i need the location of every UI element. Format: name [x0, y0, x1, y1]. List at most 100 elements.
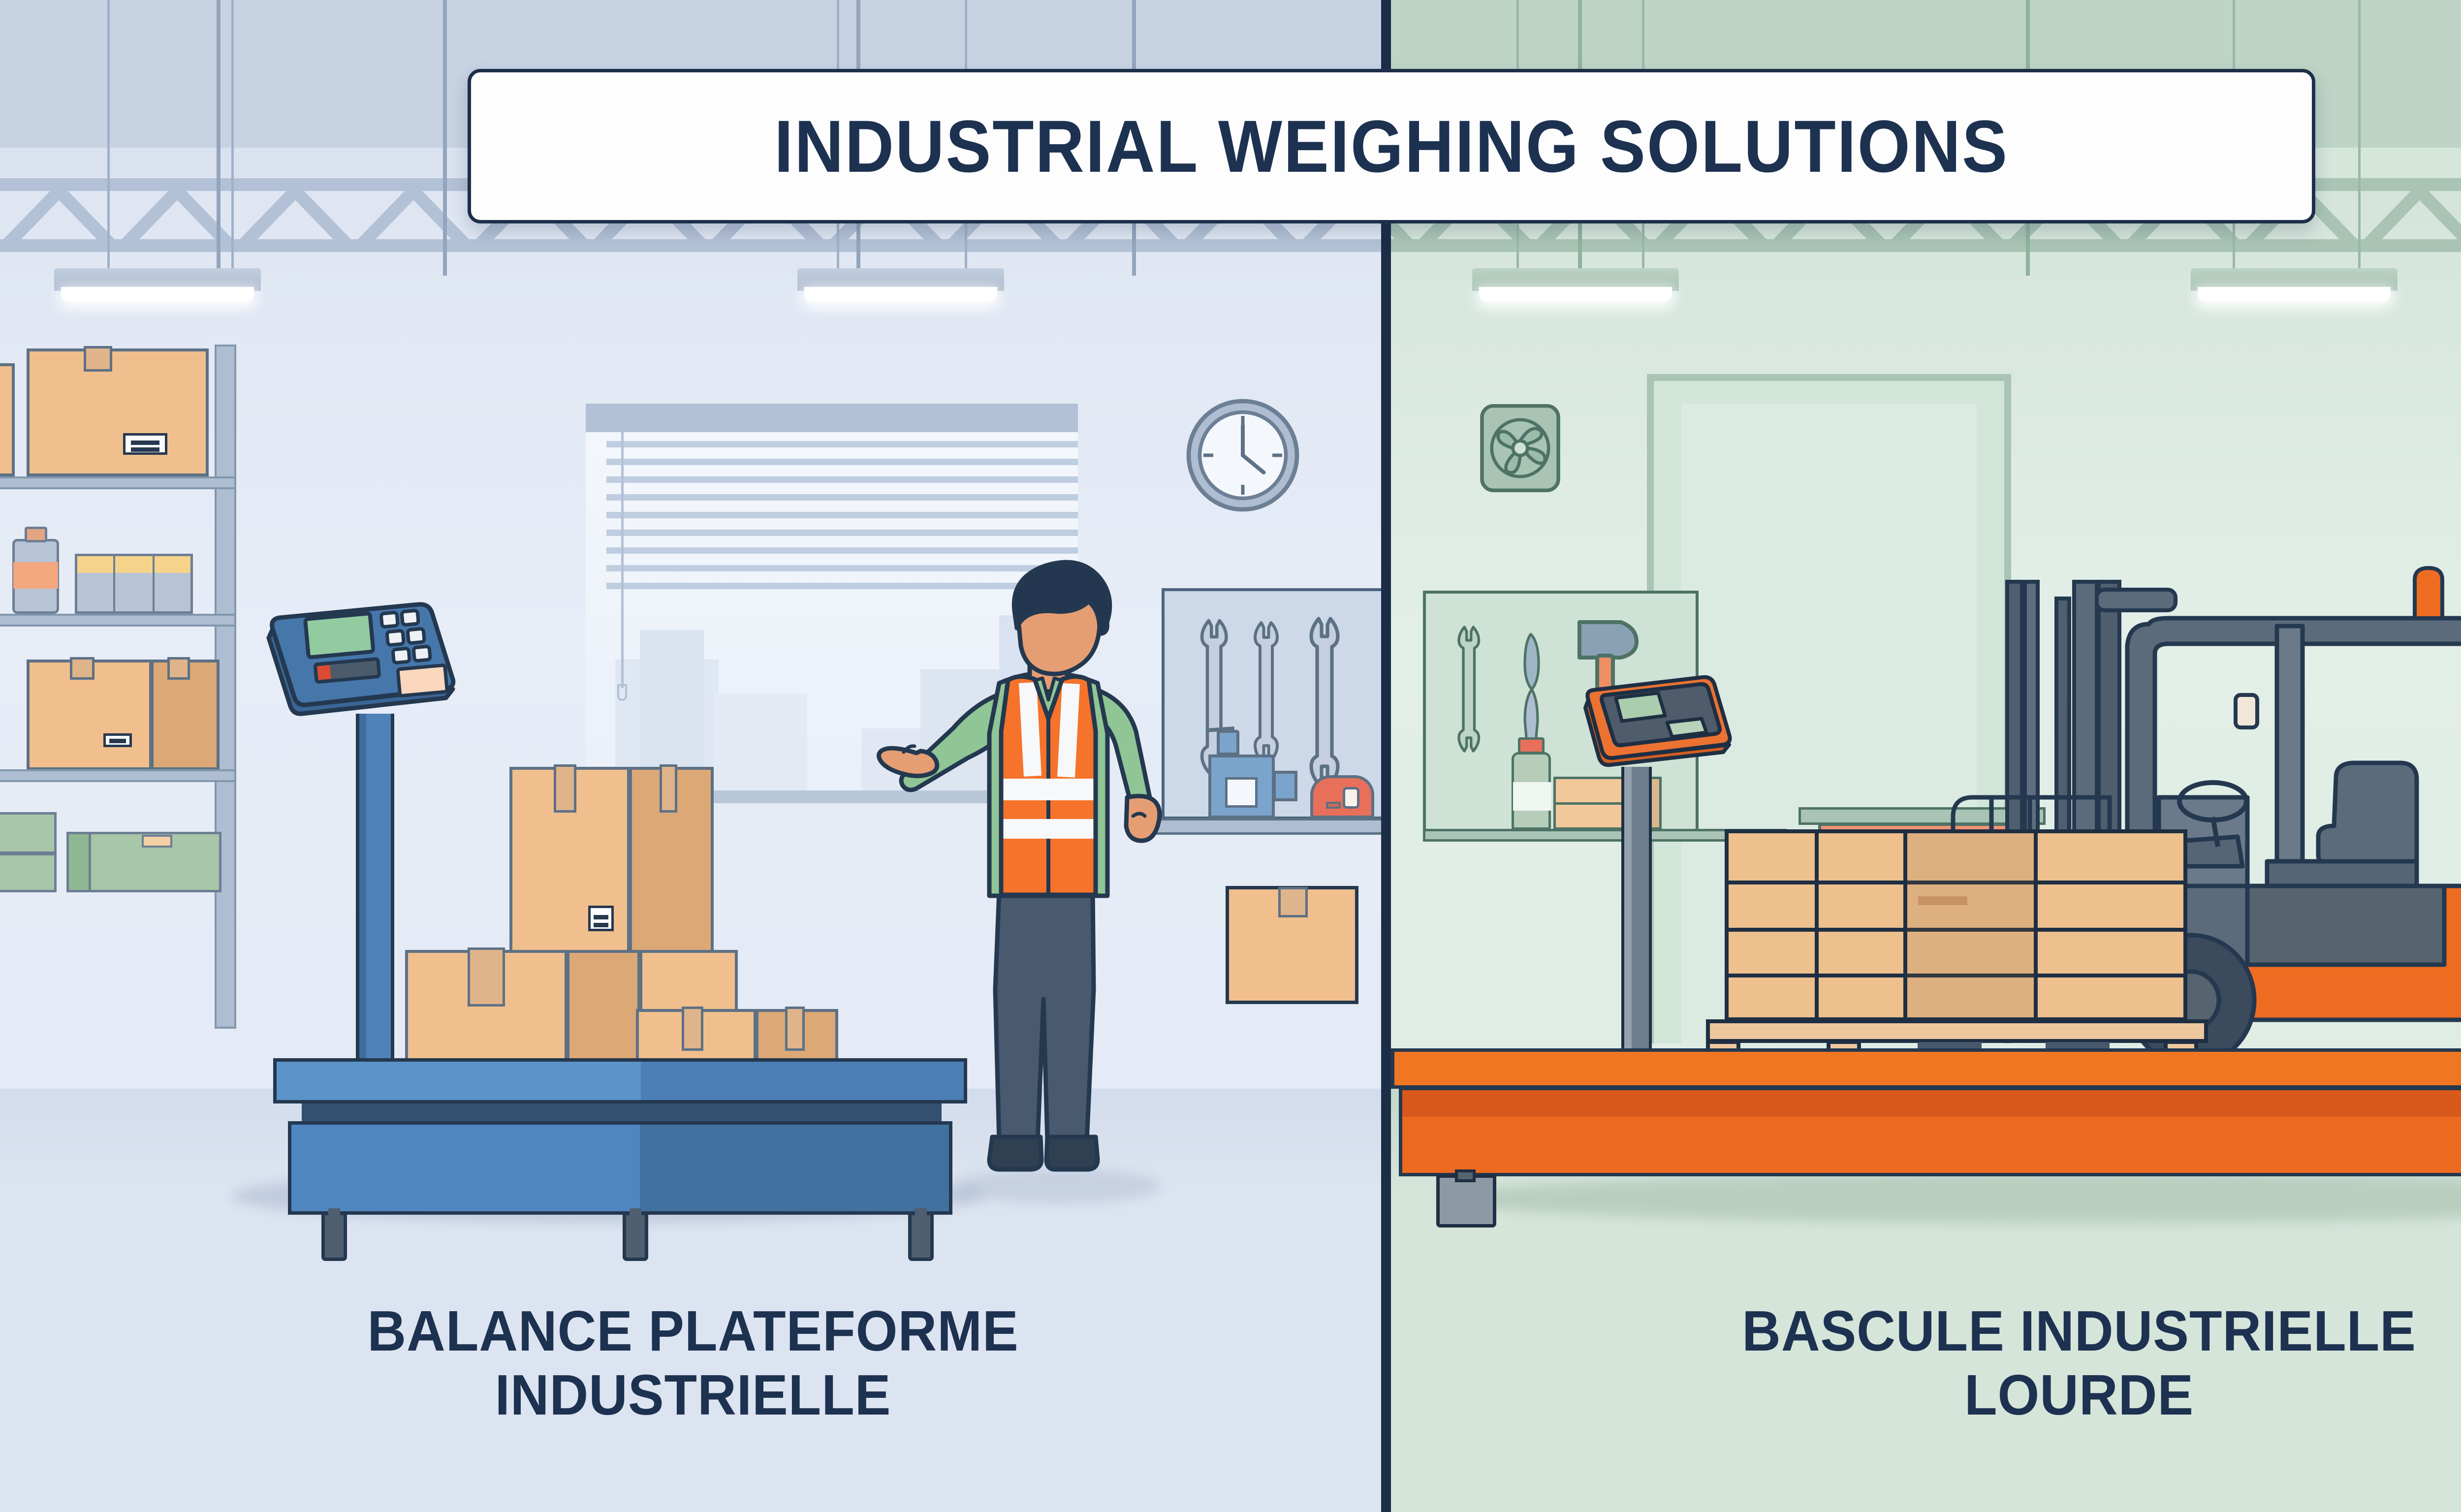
scale-foot: [1436, 1174, 1496, 1228]
box-flap: [660, 764, 677, 813]
bottle-cap: [25, 527, 47, 542]
indicator-housing-icon: [1583, 675, 1732, 767]
pallet: [1706, 1019, 2208, 1043]
carton-divider: [153, 556, 155, 611]
exhaust-fan: [1480, 403, 1561, 494]
blind-headrail: [586, 404, 1078, 432]
workbench-surface: [1147, 818, 1386, 835]
lamp-cable: [107, 0, 110, 281]
shipping-label: [588, 906, 614, 931]
worker-figure-icon: [877, 560, 1162, 1172]
label-printer: [1208, 755, 1275, 819]
goods-shade: [1907, 833, 2034, 1017]
printer-paper: [1225, 777, 1258, 808]
lamp-glow: [2198, 287, 2391, 302]
goods-band-label: [1918, 896, 1967, 905]
scale-indicator-right[interactable]: [1580, 664, 1738, 783]
box-flap: [167, 657, 190, 680]
skyline-building: [714, 694, 807, 792]
scale-leg: [1455, 1169, 1476, 1182]
box-flap: [554, 764, 576, 813]
shelf-box-divider: [1553, 802, 1626, 805]
chemical-bottle: [1512, 752, 1551, 830]
wrench-icon: [1309, 617, 1340, 786]
ceiling-mullion: [443, 0, 447, 276]
scale-floor-shadow: [1440, 1174, 2461, 1223]
scale-deck-top: [1391, 1048, 2461, 1089]
shelf-beam: [0, 614, 236, 627]
carton-divider: [113, 556, 115, 611]
title-banner: INDUSTRIAL WEIGHING SOLUTIONS: [468, 69, 2315, 223]
goods-col-line: [1903, 833, 1907, 1017]
printer-lid: [1217, 730, 1239, 756]
pendant-light-fixture: [2191, 268, 2398, 302]
shelf-green-box: [89, 832, 221, 892]
indicator-housing-icon: [266, 602, 456, 716]
tape-measure-blade: [1326, 802, 1341, 809]
shelving-unit-left: [0, 340, 295, 1029]
pendant-light-fixture: [797, 268, 1004, 302]
blind-cord-tassel[interactable]: [617, 684, 627, 701]
right-caption-line2: LOURDE: [1964, 1362, 2194, 1427]
box-flap: [682, 1007, 703, 1051]
scale-leg: [328, 1208, 340, 1223]
blind-pull-cord[interactable]: [621, 432, 624, 688]
lamp-glow: [804, 287, 997, 302]
right-caption: BASCULE INDUSTRIELLE LOURDE: [1427, 1299, 2461, 1427]
wrench-icon: [1254, 621, 1279, 762]
scale-leg: [630, 1208, 641, 1223]
wall-clock: [1181, 394, 1304, 517]
page-title: INDUSTRIAL WEIGHING SOLUTIONS: [774, 104, 2009, 188]
shelf-green-box: [0, 812, 57, 854]
lamp-glow: [1479, 287, 1672, 302]
left-scene-panel: BALANCE PLATEFORME INDUSTRIELLE: [0, 0, 1386, 1512]
box-flap: [84, 346, 112, 372]
scale-indicator-left[interactable]: [256, 591, 463, 738]
shipping-label: [103, 733, 132, 747]
shipping-label: [123, 433, 167, 455]
shelf-box: [0, 363, 15, 476]
wrench-icon: [1457, 626, 1481, 753]
warehouse-worker: [852, 556, 1186, 1191]
pallet-load: [1706, 829, 2208, 1075]
pallet-goods: [1725, 829, 2187, 1021]
blind-slats: [606, 441, 1078, 598]
pendant-light-fixture: [54, 268, 261, 302]
screwdriver-icon: [1523, 632, 1540, 744]
shelf-green-box: [66, 832, 91, 892]
right-caption-line1: BASCULE INDUSTRIELLE: [1742, 1299, 2416, 1363]
shelf-green-box: [0, 853, 57, 892]
shelf-beam: [0, 769, 236, 782]
bottle-label: [13, 562, 58, 589]
goods-row-line: [1729, 928, 2183, 932]
right-scene-panel: BASCULE INDUSTRIELLE LOURDE: [1386, 0, 2461, 1512]
bottle-cap: [1518, 737, 1545, 754]
left-caption-line1: BALANCE PLATEFORME: [367, 1299, 1019, 1363]
scale-deck-body: [288, 1121, 952, 1215]
goods-col-line: [1815, 833, 1819, 1017]
ceiling-mullion: [217, 0, 221, 276]
pendant-light-fixture: [1472, 268, 1679, 302]
goods-row-line: [1729, 881, 2183, 884]
shelf-box: [27, 348, 209, 476]
clock-icon: [1186, 399, 1299, 512]
box-flap: [70, 657, 95, 680]
scale-leg: [915, 1208, 927, 1223]
tape-measure-window: [1343, 787, 1359, 809]
carton-top-band: [77, 556, 190, 573]
worker-floor-shadow: [955, 1169, 1162, 1203]
printer-side-block: [1273, 771, 1297, 801]
goods-col-line: [2034, 833, 2038, 1017]
indicator-column: [1621, 767, 1652, 1067]
scale-deck-body: [1399, 1087, 2461, 1176]
tape-measure-icon: [1310, 775, 1374, 819]
box-flap: [468, 947, 505, 1007]
left-caption-line2: INDUSTRIELLE: [495, 1362, 891, 1427]
panel-divider: [1381, 0, 1391, 1512]
lamp-cable: [231, 0, 234, 281]
heavy-duty-floor-scale[interactable]: [1391, 1048, 2461, 1228]
platform-scale[interactable]: [268, 1058, 972, 1261]
scale-foot: [623, 1212, 648, 1261]
lamp-glow: [61, 287, 254, 302]
